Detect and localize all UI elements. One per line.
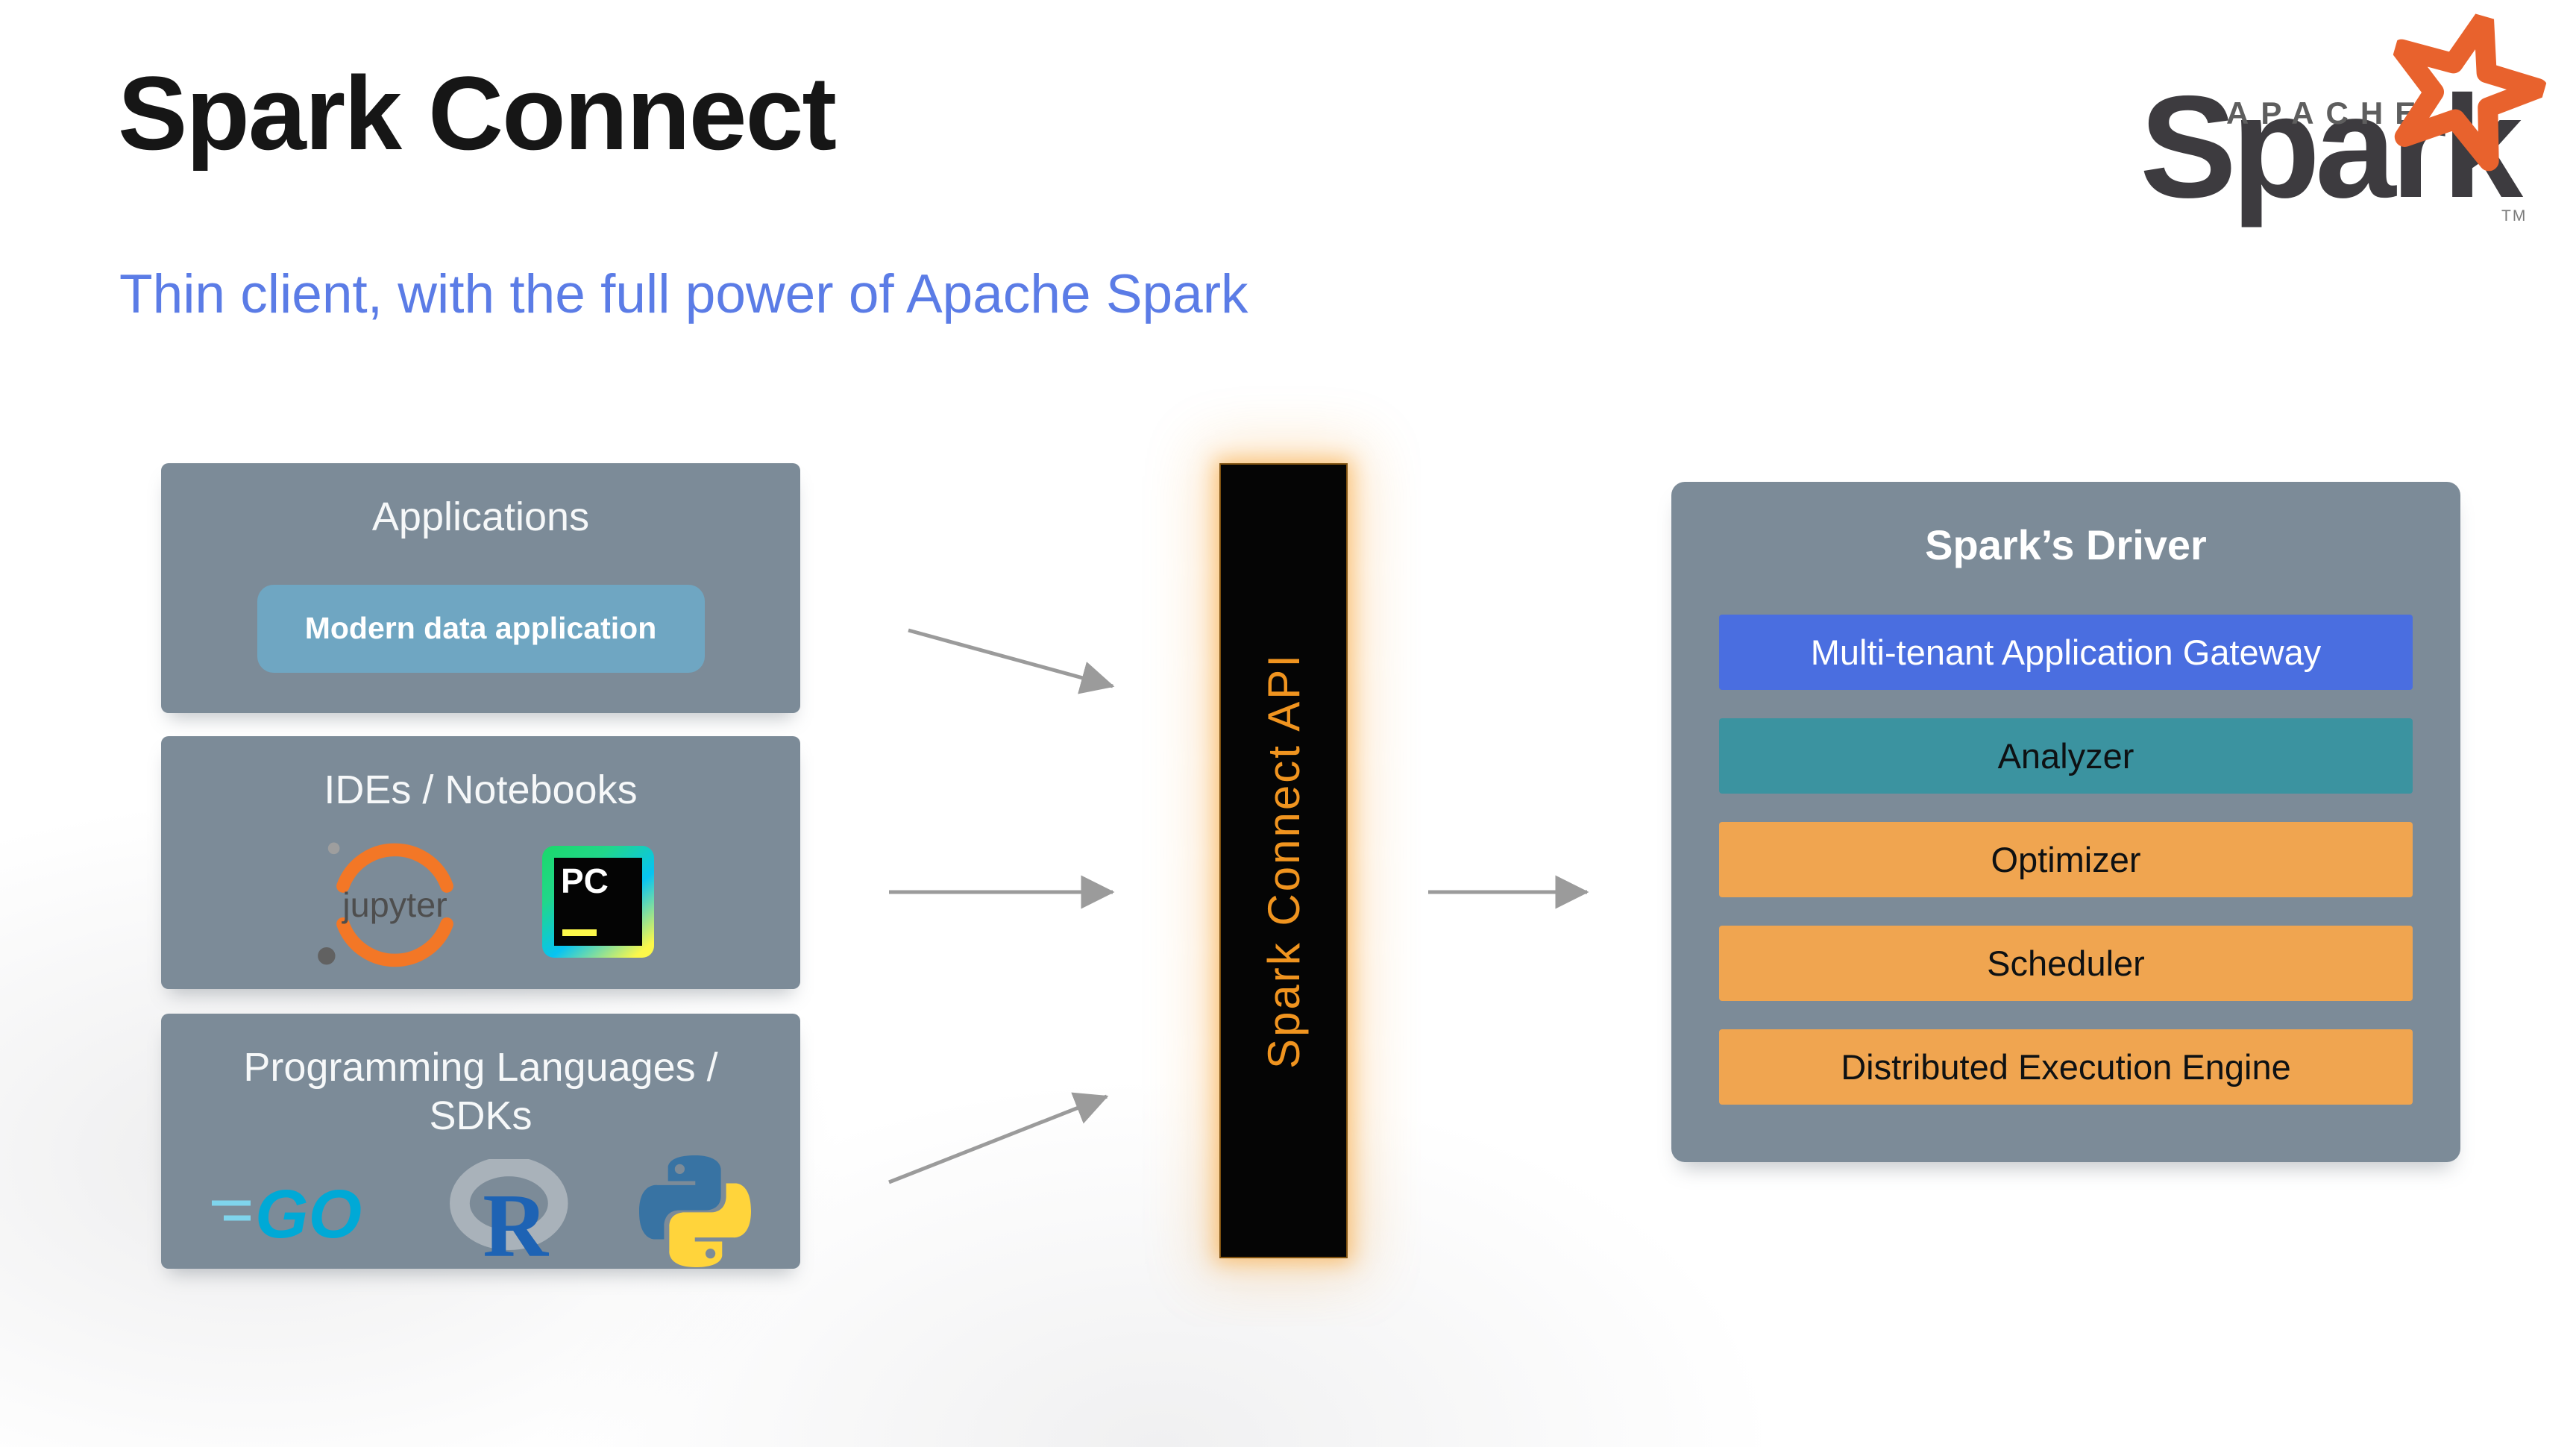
component-analyzer: Analyzer: [1719, 718, 2413, 794]
component-optimizer: Optimizer: [1719, 822, 2413, 897]
spark-driver-title: Spark’s Driver: [1925, 521, 2207, 568]
pycharm-inner-square: PC: [554, 858, 642, 947]
ides-notebooks-box: IDEs / Notebooks jupyter PC: [161, 736, 800, 989]
spark-connect-api-bar: Spark Connect API: [1219, 463, 1348, 1258]
pycharm-logo-icon: PC: [542, 846, 654, 958]
jupyter-label: jupyter: [341, 885, 447, 924]
modern-data-application-chip: Modern data application: [257, 584, 705, 673]
jupyter-logo-icon: jupyter: [318, 842, 453, 967]
apache-label: APACHE: [2226, 95, 2428, 131]
python-logo-icon: [639, 1155, 751, 1267]
r-logo-icon: R: [450, 1158, 568, 1264]
spark-wordmark: Spark: [2140, 66, 2523, 228]
r-label: R: [483, 1176, 549, 1264]
go-label: GO: [255, 1176, 362, 1252]
trademark-label: TM: [2501, 207, 2528, 225]
page-title: Spark Connect: [118, 54, 837, 172]
applications-title: Applications: [371, 495, 590, 539]
arrow-languages-to-api: [888, 1092, 1109, 1184]
go-logo-icon: GO: [212, 1176, 362, 1252]
component-distributed-engine: Distributed Execution Engine: [1719, 1029, 2413, 1105]
component-scheduler: Scheduler: [1719, 926, 2413, 1001]
ide-logo-row: jupyter PC: [307, 829, 654, 975]
spark-star-icon: [2391, 9, 2548, 172]
spark-connect-api-label: Spark Connect API: [1258, 653, 1309, 1069]
programming-languages-title: Programming Languages / SDKs: [243, 1045, 718, 1138]
driver-component-list: Multi-tenant Application Gateway Analyze…: [1719, 615, 2413, 1105]
apache-spark-logo: Spark APACHE TM: [2117, 7, 2548, 254]
programming-languages-box: Programming Languages / SDKs GO R: [161, 1014, 800, 1269]
applications-box: Applications Modern data application: [161, 463, 800, 713]
pycharm-pc-label: PC: [561, 861, 609, 901]
pycharm-underscore: [562, 929, 597, 937]
component-multi-tenant-gateway: Multi-tenant Application Gateway: [1719, 615, 2413, 690]
arrow-applications-to-api: [908, 628, 1115, 694]
spark-driver-box: Spark’s Driver Multi-tenant Application …: [1671, 482, 2460, 1162]
ides-notebooks-title: IDEs / Notebooks: [324, 768, 638, 812]
language-logo-row: GO R: [210, 1155, 751, 1267]
page-subtitle: Thin client, with the full power of Apac…: [119, 264, 1248, 324]
